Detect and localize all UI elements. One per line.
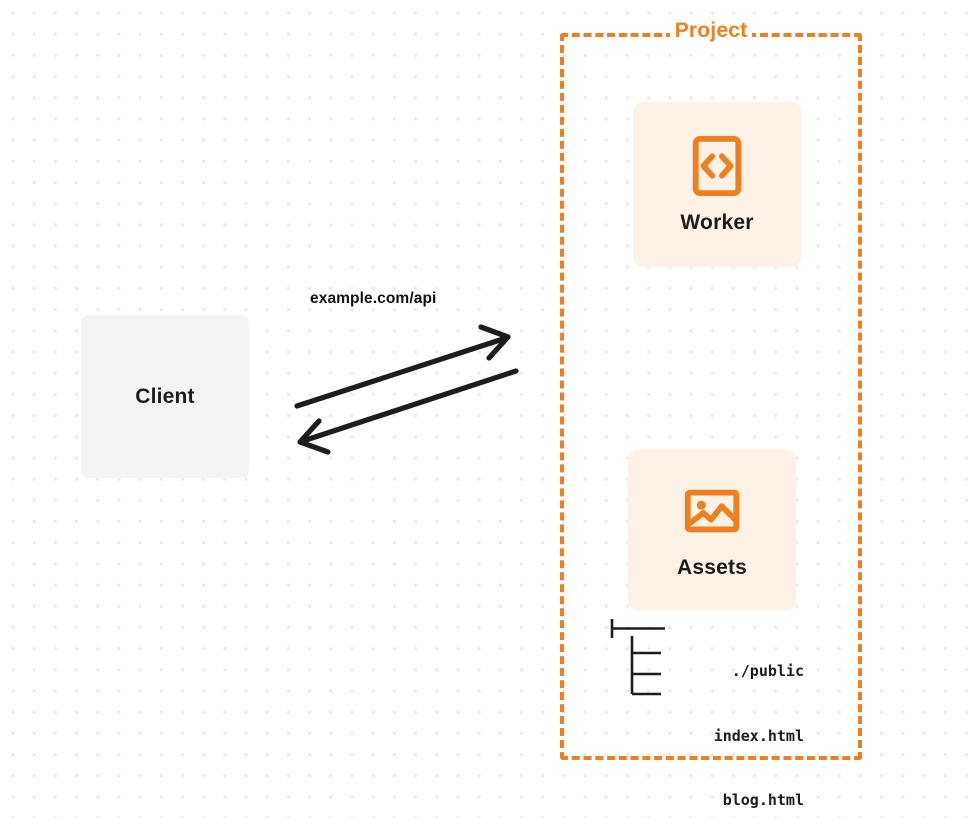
file-tree-connectors: [610, 619, 665, 696]
worker-card-label: Worker: [680, 210, 754, 234]
image-picture-icon: [684, 489, 740, 532]
client-node: Client: [81, 315, 249, 478]
file-tree-item: index.html: [713, 726, 804, 745]
file-tree-root: ./public: [731, 662, 804, 680]
file-tree-labels: ./public index.html blog.html contact.ht…: [604, 618, 804, 818]
code-brackets-icon: [692, 135, 742, 196]
inbound-arrow-head: [297, 418, 331, 455]
inbound-arrow-shaft: [303, 368, 519, 443]
outbound-arrow-head: [478, 324, 511, 361]
assets-card[interactable]: Assets: [628, 449, 796, 610]
file-tree-item: blog.html: [722, 791, 804, 809]
project-title-text: Project: [669, 19, 753, 43]
worker-card[interactable]: Worker: [633, 102, 801, 267]
client-label: Client: [135, 384, 195, 408]
assets-card-label: Assets: [676, 555, 748, 579]
project-title: Project: [560, 19, 862, 43]
outbound-arrow-shaft: [294, 336, 506, 409]
edge-label: example.com/api: [310, 290, 437, 307]
